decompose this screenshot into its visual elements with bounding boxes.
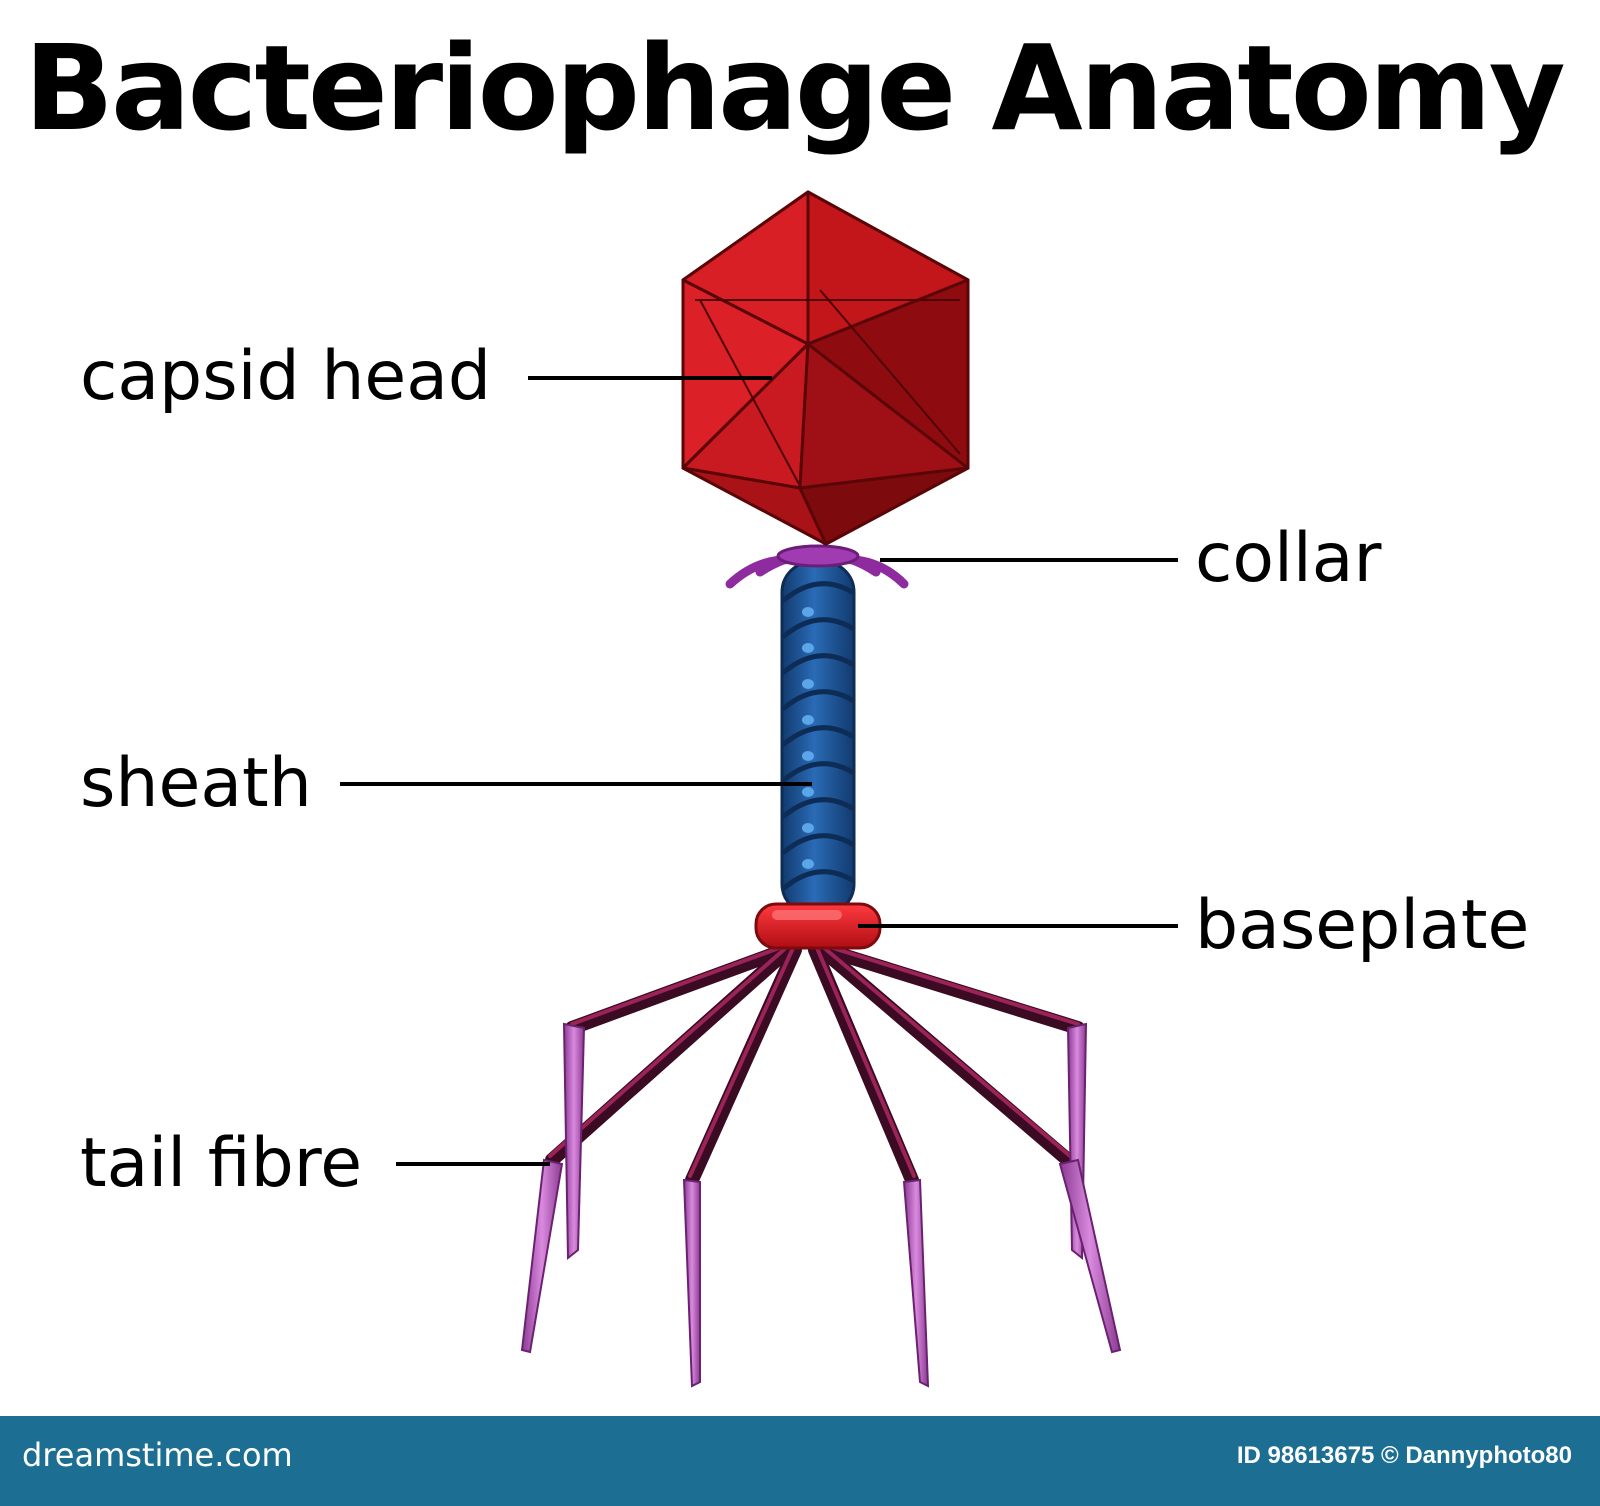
sheath-dots — [802, 607, 814, 869]
tail-fibre-upper-segments — [545, 941, 1085, 1187]
tail-fibres — [520, 941, 1122, 1388]
bacteriophage-diagram — [340, 190, 1178, 1388]
tail-fibre-tips — [520, 1158, 1122, 1388]
collar — [725, 544, 909, 589]
label-sheath: sheath — [80, 744, 312, 823]
leader-lines — [340, 376, 1178, 1166]
page-title: Bacteriophage Anatomy — [24, 19, 1566, 157]
label-baseplate: baseplate — [1195, 886, 1530, 965]
label-tail-fibre: tail fibre — [80, 1124, 363, 1203]
capsid-head — [681, 190, 970, 546]
sheath — [780, 560, 856, 916]
label-collar: collar — [1195, 519, 1382, 598]
sheath-spiral — [781, 581, 855, 891]
footer-band: dreamstime.com ID 98613675 © Dannyphoto8… — [0, 1416, 1600, 1506]
tail-fibre-back-legs — [562, 1022, 1088, 1261]
site-logo: dreamstime.com — [22, 1436, 293, 1474]
label-capsid-head: capsid head — [80, 337, 492, 416]
image-credit: ID 98613675 © Dannyphoto80 — [1236, 1442, 1572, 1469]
tail-fibre-highlights — [548, 942, 1080, 1178]
